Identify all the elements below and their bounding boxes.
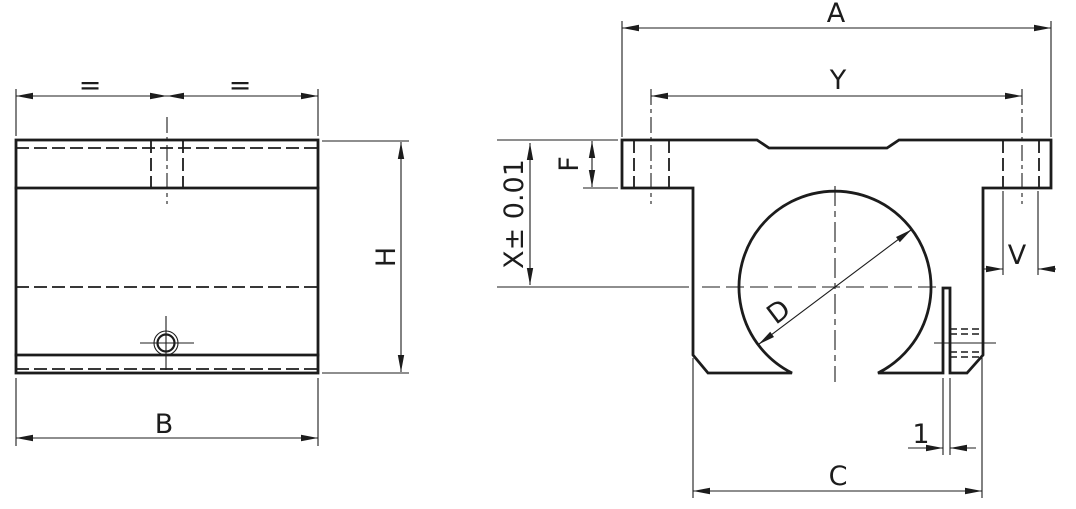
dim-center-height-X: X± 0.01 [497,139,689,288]
dim-width-B: B [15,378,319,446]
dim-hole-diameter-V: V [983,191,1056,275]
front-view-outline [620,138,1053,375]
dim-slot-width-1: 1 [908,378,976,455]
dim-equal-spacing: = = [15,70,319,136]
dim-height-H: H [322,140,409,374]
dim-label-slot: 1 [912,419,929,450]
dim-label-equal-left: = [79,70,102,101]
dim-label-Y: Y [829,65,847,96]
dim-label-H: H [371,247,402,267]
dim-label-C: C [829,461,848,492]
front-view-centerlines [650,89,1023,382]
front-view-flange-hole-hidden-lines [633,140,1040,188]
dim-base-width-C: C [692,358,983,498]
dim-flange-thickness-F: F [554,141,618,189]
dim-overall-width-A: A [621,0,1052,137]
dim-label-F: F [554,156,585,172]
dim-hole-spacing-Y: Y [651,65,1022,100]
side-view-threaded-hole [140,316,194,370]
clamp-screw-hidden-lines [950,328,983,358]
dim-label-A: A [827,0,846,29]
dim-label-V: V [1008,240,1027,271]
dim-label-X: X± 0.01 [499,159,530,269]
dim-label-B: B [155,409,174,440]
side-view: = = H B [14,70,409,446]
dim-label-equal-right: = [229,70,252,101]
